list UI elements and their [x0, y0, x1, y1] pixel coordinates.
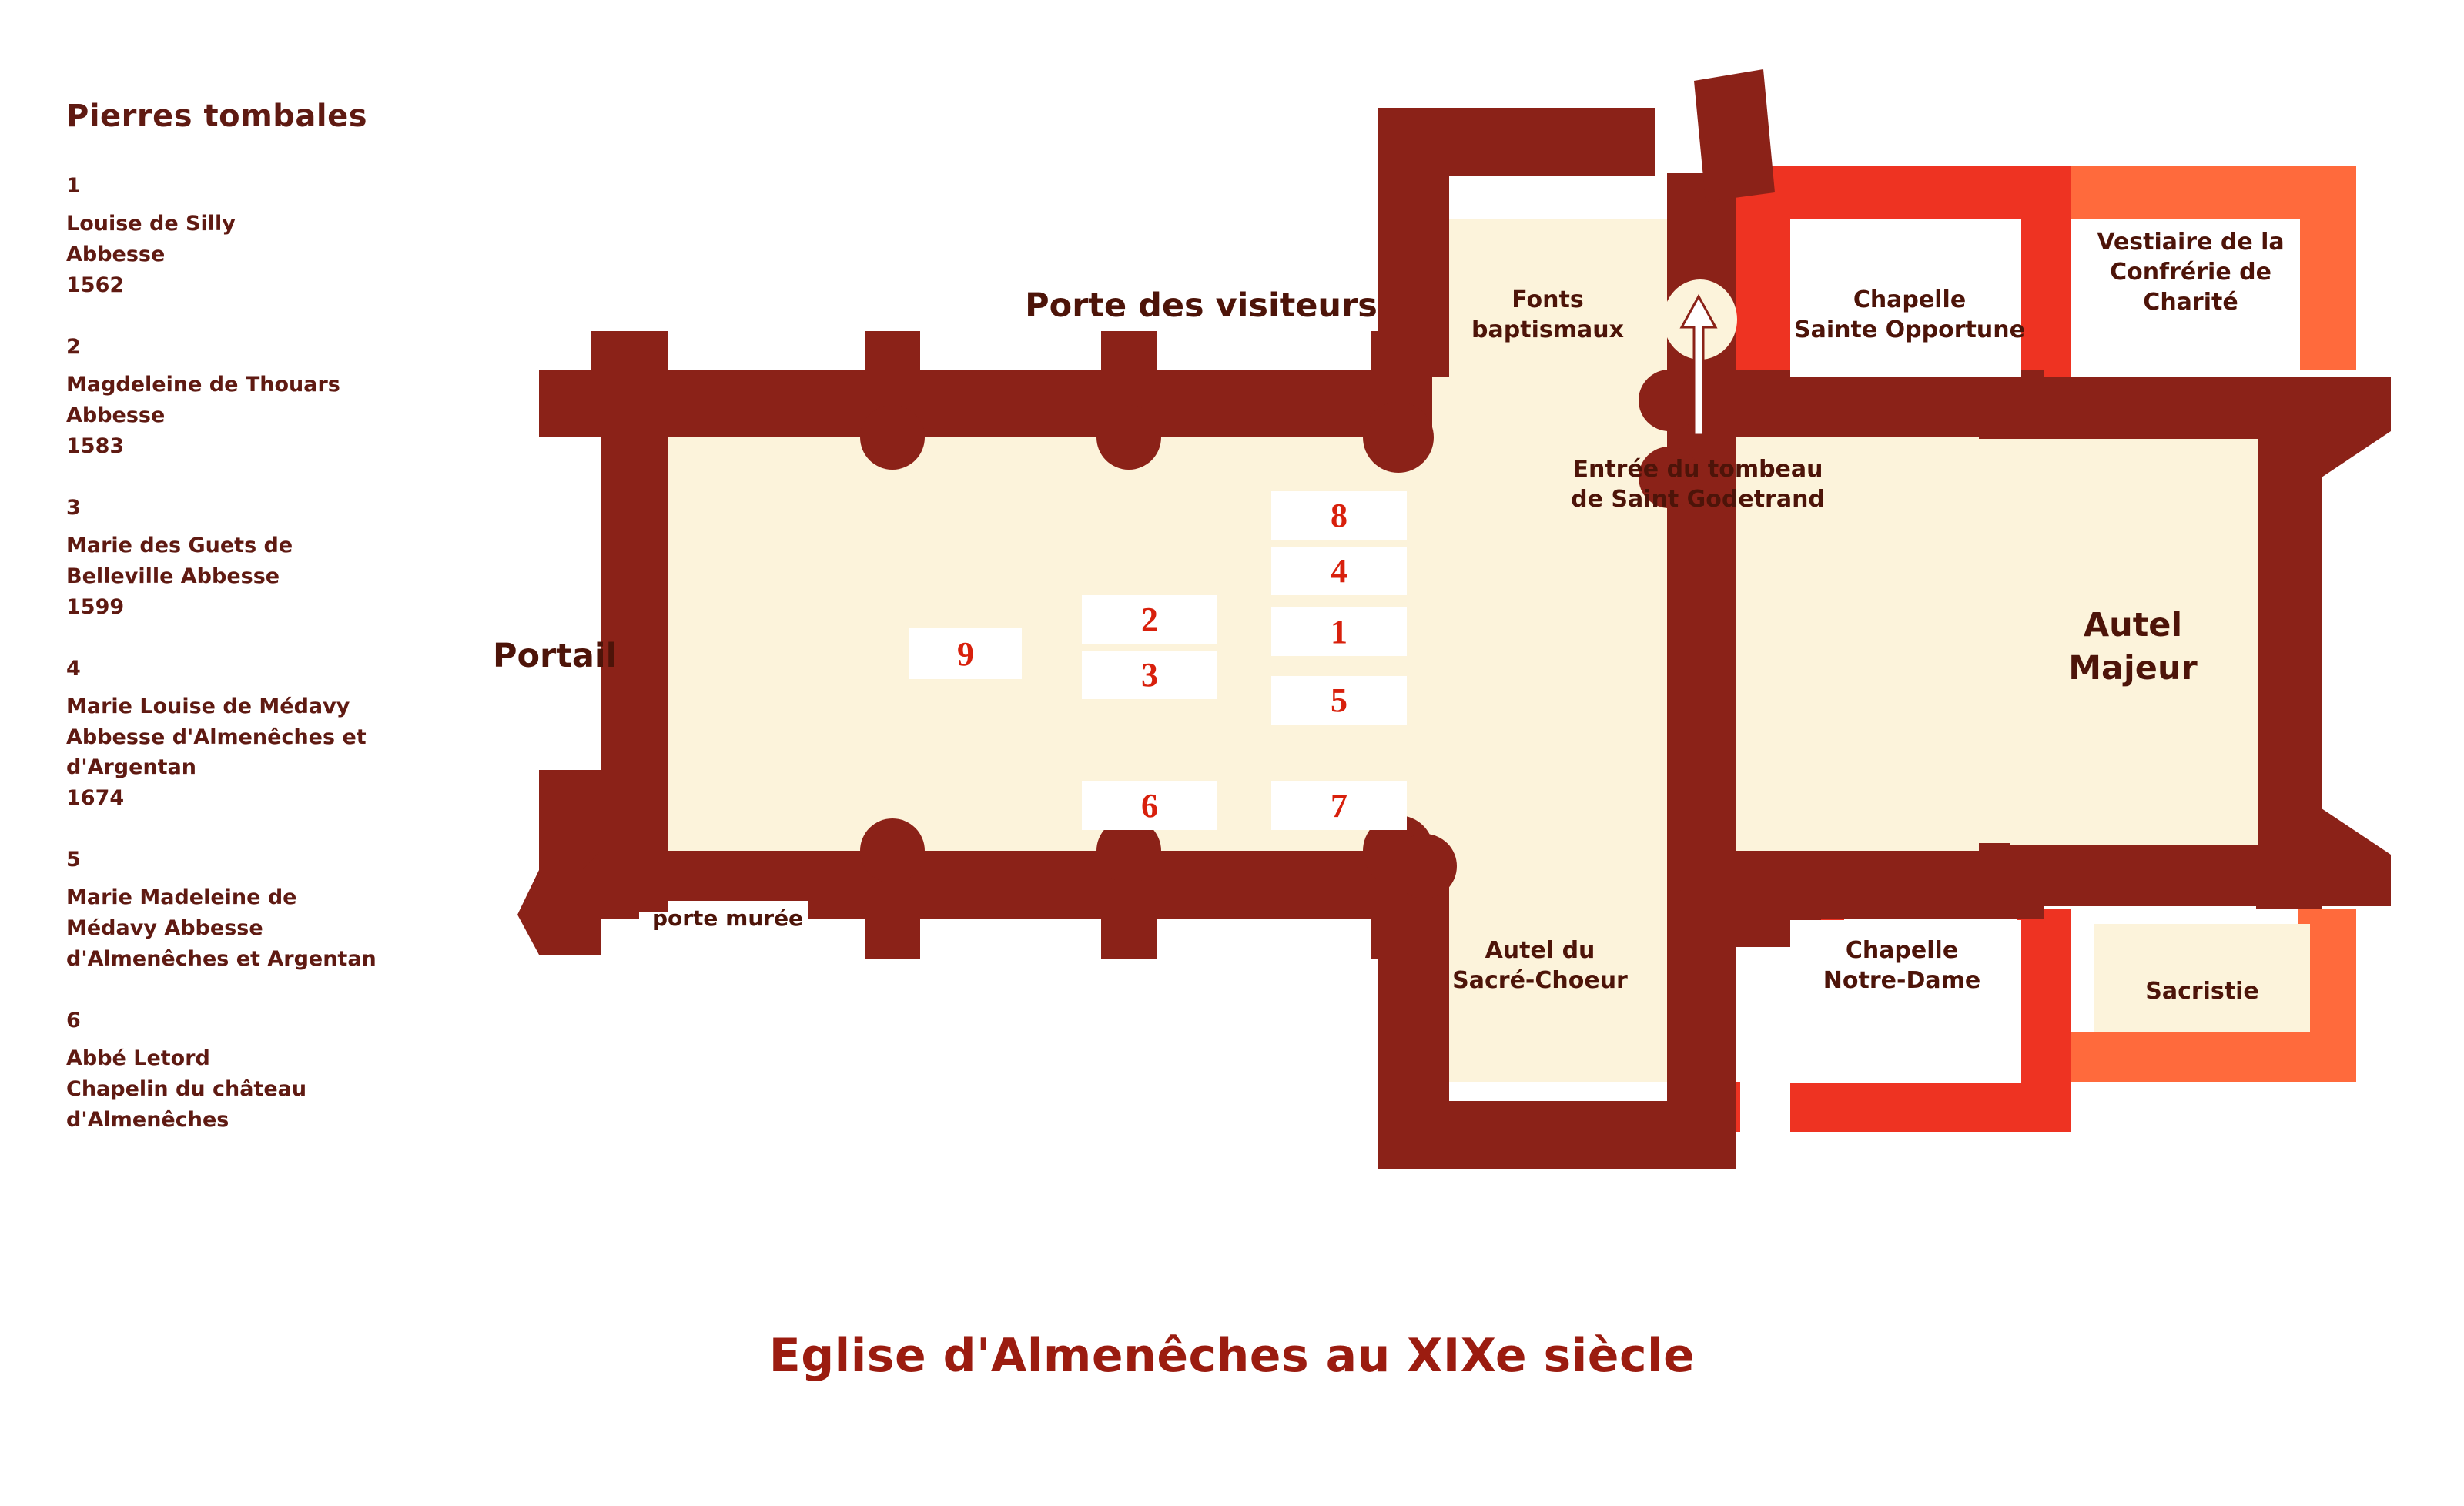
legend-entry-line: 1674: [66, 786, 125, 811]
label-autel-sacre-choeur: Autel du Sacré-Choeur: [1452, 937, 1628, 994]
legend-entry-3: 3 Marie des Guets de Belleville Abbesse …: [66, 496, 559, 623]
grave-tile-number: 3: [1141, 656, 1158, 694]
tomb-entrance-arrow-icon: [1679, 293, 1718, 437]
legend-entry-2: 2 Magdeleine de Thouars Abbesse 1583: [66, 335, 559, 462]
legend-panel: Pierres tombales 1 Louise de Silly Abbes…: [66, 99, 559, 1170]
legend-entry-line: d'Almenêches et Argentan: [66, 947, 377, 972]
legend-entry-number: 4: [66, 656, 81, 681]
label-porte-des-visiteurs: Porte des visiteurs: [1025, 286, 1378, 325]
label-portail: Portail: [493, 637, 618, 675]
grave-tile-4: 4: [1271, 547, 1407, 595]
label-porte-muree: porte murée: [651, 905, 804, 931]
legend-entry-6: 6 Abbé Letord Chapelin du château d'Alme…: [66, 1009, 559, 1136]
grave-tile-8: 8: [1271, 491, 1407, 540]
legend-entry-line: Abbé Letord: [66, 1046, 210, 1071]
legend-entry-line: 1599: [66, 594, 125, 619]
label-autel-majeur: Autel Majeur: [2068, 606, 2198, 688]
legend-entry-number: 2: [66, 334, 81, 359]
legend-entry-5: 5 Marie Madeleine de Médavy Abbesse d'Al…: [66, 848, 559, 975]
grave-tile-2: 2: [1082, 595, 1217, 644]
grave-tile-number: 8: [1331, 497, 1348, 534]
grave-tile-9: 9: [909, 628, 1022, 679]
legend-entry-line: d'Argentan: [66, 755, 197, 780]
grave-tile-3: 3: [1082, 651, 1217, 699]
label-chapelle-sainte-opportune: Chapelle Sainte Opportune: [1794, 286, 2025, 343]
legend-entry-number: 6: [66, 1009, 81, 1033]
legend-entry-line: Abbesse d'Almenêches et: [66, 725, 367, 749]
white-rooms: [1790, 219, 2300, 1083]
dark-walls: [517, 69, 2391, 1169]
grave-tile-7: 7: [1271, 781, 1407, 830]
legend-entry-number: 1: [66, 174, 81, 198]
legend-entry-line: Chapelin du château: [66, 1077, 307, 1102]
label-vestiaire-confrerie-charite: Vestiaire de la Confrérie de Charité: [2097, 229, 2285, 316]
legend-entry-number: 3: [66, 495, 81, 520]
label-chapelle-notre-dame: Chapelle Notre-Dame: [1823, 937, 1981, 994]
legend-entry-line: d'Almenêches: [66, 1108, 229, 1133]
grave-tile-number: 7: [1331, 787, 1348, 825]
legend-entry-line: Marie des Guets de: [66, 533, 293, 557]
legend-entry-line: Marie Madeleine de: [66, 885, 297, 910]
grave-tile-number: 4: [1331, 552, 1348, 590]
grave-tile-number: 2: [1141, 601, 1158, 638]
grave-tile-number: 9: [957, 634, 974, 673]
label-sacristie: Sacristie: [2145, 978, 2259, 1005]
legend-entry-line: Louise de Silly: [66, 212, 236, 236]
legend-entry-line: 1583: [66, 433, 125, 458]
grave-tile-5: 5: [1271, 676, 1407, 725]
grave-tile-6: 6: [1082, 781, 1217, 830]
legend-entry-line: Médavy Abbesse: [66, 916, 263, 941]
grave-tile-number: 5: [1331, 681, 1348, 719]
legend-entry-number: 5: [66, 848, 81, 872]
legend-title: Pierres tombales: [66, 99, 368, 134]
grave-tile-1: 1: [1271, 607, 1407, 656]
legend-entry-line: Abbesse: [66, 242, 166, 266]
grave-tile-number: 1: [1331, 613, 1348, 651]
legend-entry-line: Belleville Abbesse: [66, 564, 280, 588]
legend-entry-4: 4 Marie Louise de Médavy Abbesse d'Almen…: [66, 657, 559, 815]
label-entree-tombeau: Entrée du tombeau de Saint Godetrand: [1571, 456, 1825, 513]
legend-entry-line: Abbesse: [66, 403, 166, 427]
page-title: Eglise d'Almenêches au XIXe siècle: [768, 1329, 1696, 1383]
label-fonts-baptismaux: Fonts baptismaux: [1471, 286, 1624, 343]
grave-tile-number: 6: [1141, 787, 1158, 825]
legend-entry-line: Magdeleine de Thouars: [66, 372, 340, 397]
legend-entry-1: 1 Louise de Silly Abbesse 1562: [66, 174, 559, 301]
legend-entry-line: 1562: [66, 273, 125, 297]
legend-entry-line: Marie Louise de Médavy: [66, 694, 350, 718]
